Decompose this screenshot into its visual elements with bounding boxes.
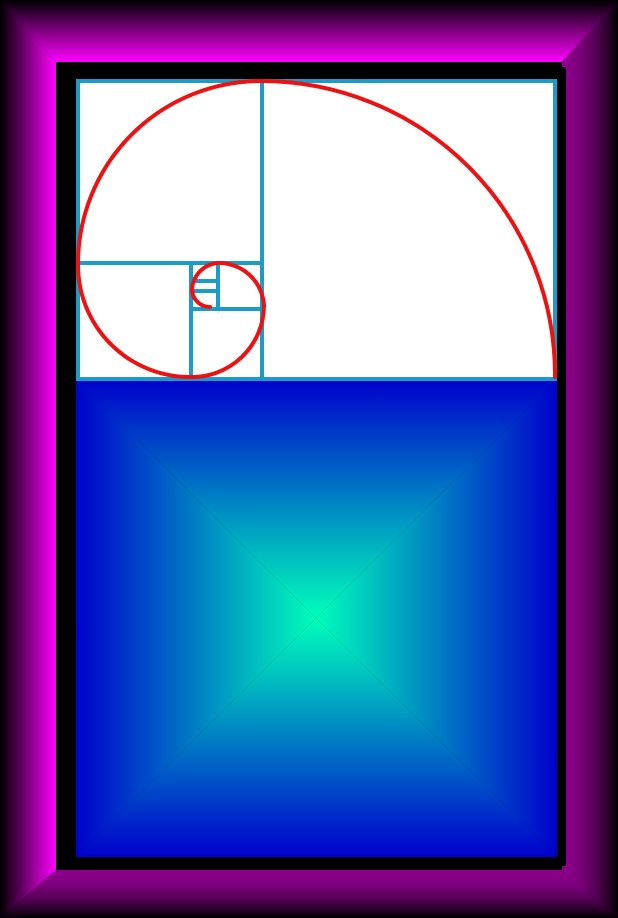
frame-bevel-left (0, 0, 56, 918)
pyramid-gradient-panel (76, 379, 557, 857)
frame-bevel-right (562, 0, 618, 918)
frame-bevel-top (0, 0, 618, 62)
golden-rectangle-panel (76, 79, 557, 379)
frame-bevel-bottom (0, 870, 618, 918)
